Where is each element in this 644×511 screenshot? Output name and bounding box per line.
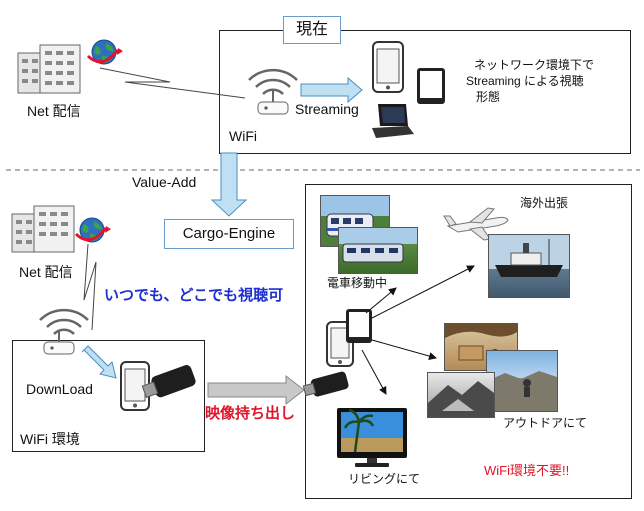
download-label: DownLoad (26, 381, 93, 397)
value-add-label: Value-Add (132, 174, 197, 190)
overseas-trip-label: 海外出張 (520, 196, 569, 210)
current-title: 現在 (283, 16, 341, 44)
train-label: 電車移動中 (327, 276, 388, 290)
description-line-2: Streaming による視聴 (466, 74, 584, 88)
wifi-environment-panel (12, 340, 205, 452)
living-room-label: リビングにて (348, 472, 421, 486)
net-delivery-label-bottom: Net 配信 (19, 264, 73, 280)
ship-photo (488, 234, 570, 298)
outdoor-label: アウトドアにて (503, 416, 588, 430)
description-line-3: 形態 (476, 90, 501, 104)
carry-out-label: 映像持ち出し (205, 405, 296, 422)
cargo-engine-box: Cargo-Engine (164, 219, 294, 249)
streaming-label: Streaming (295, 101, 359, 117)
description-line-1: ネットワーク環境下で (474, 58, 595, 72)
train-photo-2 (338, 227, 418, 274)
anytime-anywhere-label: いつでも、どこでも視聴可 (104, 287, 284, 304)
wifi-environment-label: WiFi 環境 (20, 431, 80, 447)
net-delivery-label-top: Net 配信 (27, 103, 81, 119)
wifi-label-top: WiFi (229, 128, 257, 144)
outdoor-photo-1 (444, 323, 518, 371)
no-wifi-needed-label: WiFi環境不要!! (484, 463, 570, 478)
outdoor-photo-3 (427, 372, 495, 418)
outdoor-photo-2 (486, 350, 558, 412)
